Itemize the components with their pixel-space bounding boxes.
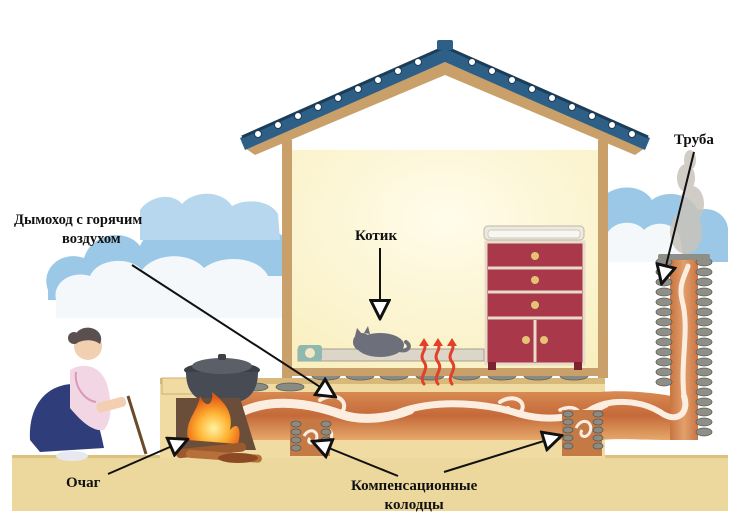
arrow-chimney bbox=[131, 264, 334, 396]
label-pipe: Труба bbox=[674, 132, 714, 148]
compensation-well-right bbox=[562, 410, 604, 456]
arrow-hearth bbox=[107, 440, 186, 475]
label-hearth: Очаг bbox=[66, 475, 101, 491]
hearth-fire bbox=[176, 392, 262, 463]
label-chimney-line1: Дымоход с горячим bbox=[14, 212, 143, 228]
cooking-pot bbox=[184, 354, 260, 404]
pointer-arrows bbox=[107, 151, 695, 477]
arrow-well-left bbox=[314, 442, 399, 477]
label-hot-air-chimney: Дымоход с горячим воздухом bbox=[14, 211, 142, 249]
post-right bbox=[598, 140, 608, 378]
compensation-well-left bbox=[290, 420, 332, 456]
arrow-pipe bbox=[662, 151, 695, 282]
cat bbox=[353, 326, 411, 357]
chimney-stones bbox=[655, 257, 713, 437]
label-chimney-line2: воздухом bbox=[62, 231, 121, 247]
sky-clouds-left bbox=[46, 193, 286, 318]
label-kitty: Котик bbox=[355, 228, 398, 244]
roof bbox=[240, 40, 650, 155]
label-compensation-wells: Компенсационные колодцы bbox=[351, 477, 477, 515]
dresser bbox=[483, 225, 586, 370]
sky-clouds-right bbox=[604, 187, 728, 262]
label-wells-line2: колодцы bbox=[384, 497, 444, 513]
post-left bbox=[282, 140, 292, 378]
label-wells-line1: Компенсационные bbox=[351, 478, 478, 494]
heat-waves bbox=[419, 338, 457, 386]
grandmother bbox=[29, 327, 148, 461]
arrow-well-right bbox=[443, 436, 560, 473]
